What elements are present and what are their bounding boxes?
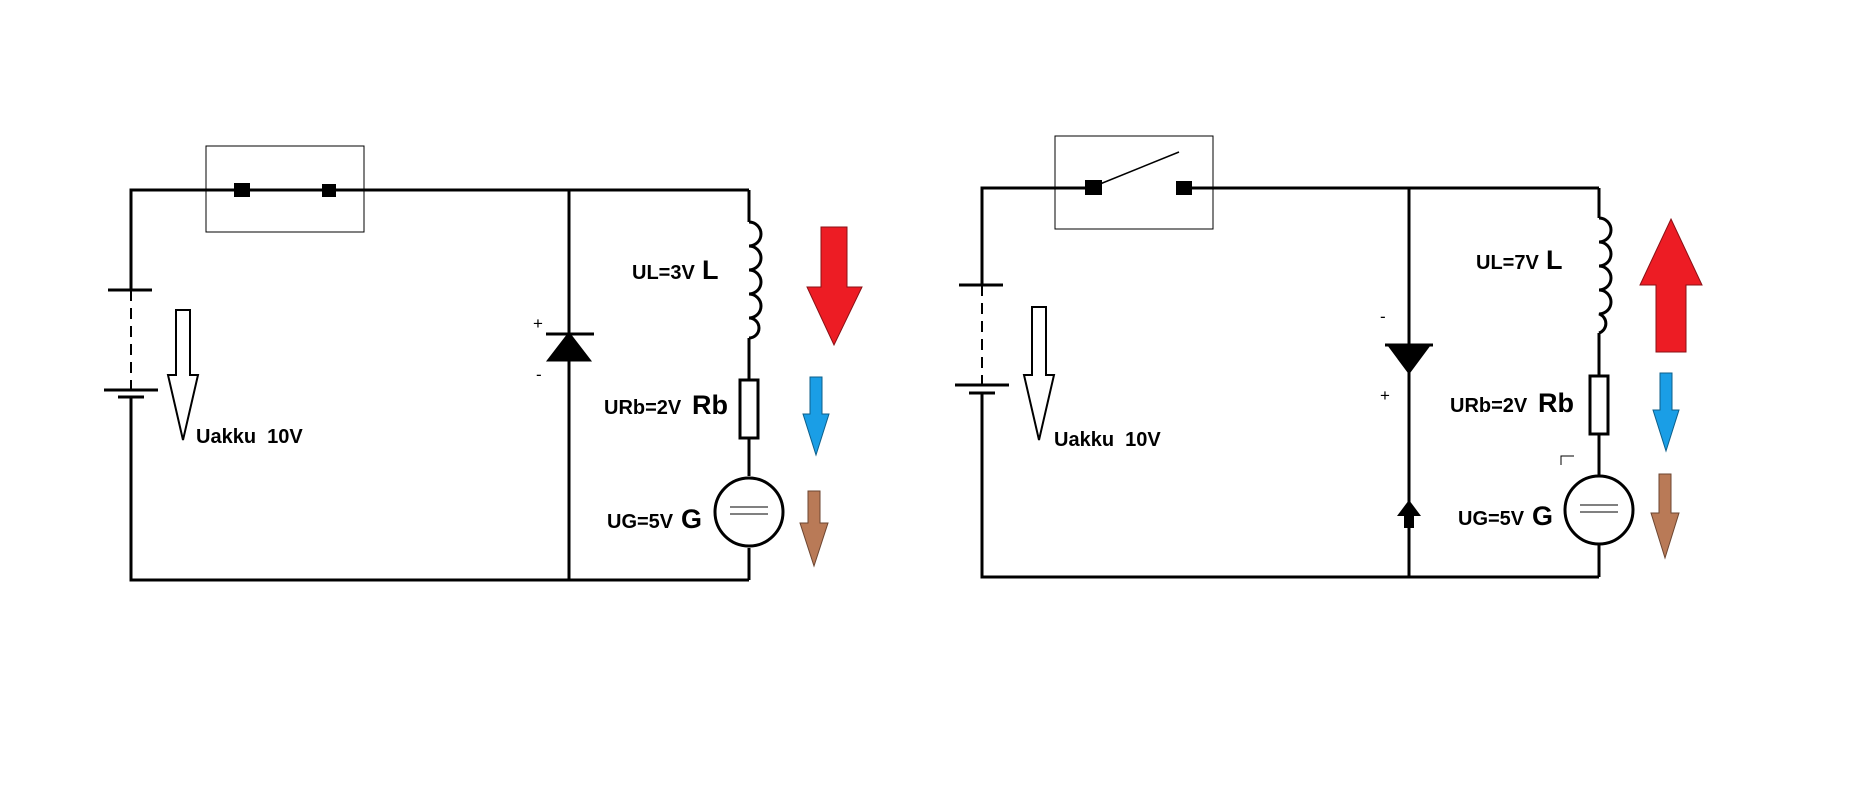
right-generator-name: G xyxy=(1532,501,1553,531)
right-inductor-coil xyxy=(1598,216,1613,335)
circuit-right xyxy=(955,135,1635,579)
right-inductor-name: L xyxy=(1546,245,1563,275)
right-resistor xyxy=(1588,374,1610,436)
right-battery-voltage-arrow xyxy=(1022,306,1056,441)
right-current-arrow xyxy=(1397,500,1421,528)
right-battery-label: Uakku 10V xyxy=(1054,429,1161,451)
right-battery xyxy=(955,283,1009,395)
right-resistor-name: Rb xyxy=(1538,388,1574,418)
right-diode-minus: - xyxy=(1380,307,1386,326)
right-resistor-voltage: URb=2V xyxy=(1450,395,1528,417)
left-resistor-name: Rb xyxy=(692,390,728,420)
right-generator xyxy=(1563,474,1635,546)
right-inductor-voltage: UL=7V xyxy=(1476,252,1539,274)
right-diode xyxy=(1385,343,1433,375)
left-inductor-name: L xyxy=(702,255,719,285)
left-inductor-coil xyxy=(748,220,763,340)
left-generator-voltage-arrow xyxy=(799,490,829,568)
right-switch xyxy=(1054,135,1214,230)
left-generator xyxy=(713,476,785,548)
left-inductor-voltage-arrow xyxy=(806,226,863,347)
right-resistor-voltage-arrow xyxy=(1652,372,1680,453)
left-diode xyxy=(545,331,594,362)
left-wires xyxy=(129,188,751,582)
left-generator-voltage: UG=5V xyxy=(607,511,674,533)
left-diode-plus: + xyxy=(533,314,543,333)
right-corner-mark xyxy=(1560,455,1574,465)
left-resistor xyxy=(738,378,760,440)
left-battery-voltage-arrow xyxy=(166,309,200,441)
left-resistor-voltage: URb=2V xyxy=(604,397,682,419)
left-generator-name: G xyxy=(681,504,702,534)
right-generator-voltage-arrow xyxy=(1650,473,1680,560)
right-diode-plus: + xyxy=(1380,386,1390,405)
right-inductor-voltage-arrow xyxy=(1639,217,1703,353)
left-battery-label: Uakku 10V xyxy=(196,426,303,448)
left-diode-minus: - xyxy=(536,365,542,384)
left-resistor-voltage-arrow xyxy=(802,376,830,457)
circuit-left xyxy=(104,145,785,582)
left-battery xyxy=(104,288,158,399)
left-inductor-voltage: UL=3V xyxy=(632,262,695,284)
right-generator-voltage: UG=5V xyxy=(1458,508,1525,530)
left-switch xyxy=(205,145,365,233)
